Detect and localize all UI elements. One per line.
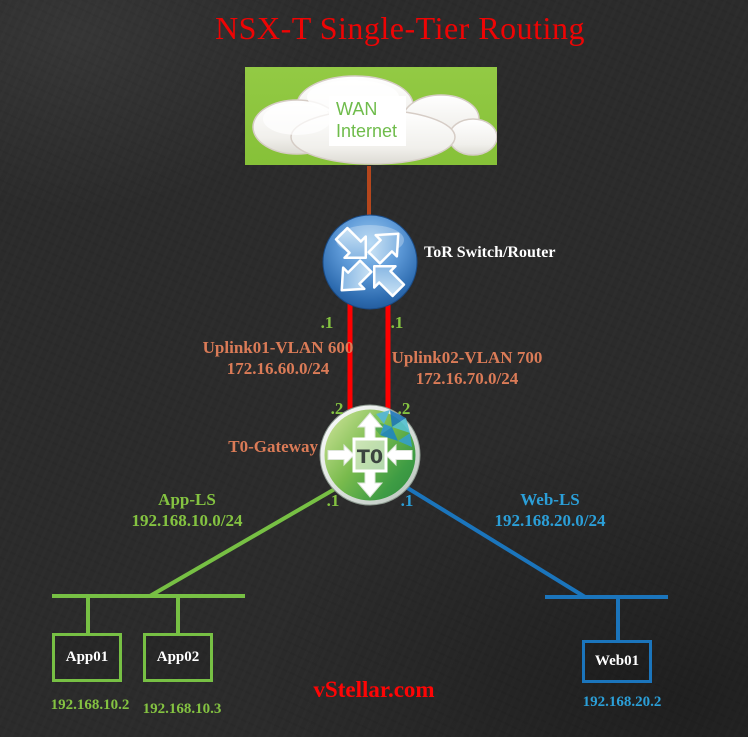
vm-ip-web01: 192.168.20.2 [582, 694, 662, 710]
t0-arrows [327, 412, 413, 498]
uplink01-subnet: 172.16.60.0/24 [226, 359, 330, 379]
wan-label-line1: WAN [336, 99, 378, 119]
router-arrows [334, 226, 406, 298]
t0-gateway-icon: T0 [319, 404, 421, 506]
vm-ip-app01: 192.168.10.2 [50, 697, 130, 713]
vm-name-app02: App02 [156, 649, 200, 665]
web-ls-name: Web-LS [520, 490, 580, 509]
web-ls-subnet: 192.168.20.0/24 [494, 511, 606, 531]
app-ls-label: App-LS 192.168.10.0/24 [87, 489, 287, 532]
uplink02-label: Uplink02-VLAN 700 172.16.70.0/24 [367, 347, 567, 390]
vm-name-app01: App01 [65, 649, 109, 665]
tor-port1-label: .1 [320, 313, 334, 332]
gateway-web-port-label: .1 [400, 491, 414, 510]
vm-box-app01: App01 [52, 633, 122, 682]
watermark: vStellar.com [313, 677, 435, 702]
app-segment-line [148, 484, 342, 598]
tor-port2-label: .1 [390, 313, 404, 332]
app-ls-name: App-LS [158, 490, 216, 509]
gateway-port1-label: .2 [330, 399, 344, 418]
wan-label: WAN Internet [329, 96, 406, 146]
gateway-port2-label: .2 [397, 399, 411, 418]
vm-box-app02: App02 [143, 633, 213, 682]
diagram-title: NSX-T Single-Tier Routing [215, 10, 585, 46]
uplink01-name: Uplink01-VLAN 600 [202, 338, 354, 357]
wan-label-line2: Internet [336, 121, 398, 142]
web-ls-label: Web-LS 192.168.20.0/24 [450, 489, 650, 532]
vm-name-web01: Web01 [594, 653, 640, 669]
uplink02-name: Uplink02-VLAN 700 [391, 348, 543, 367]
web-segment-line [399, 482, 587, 599]
wan-cloud-icon [245, 67, 498, 165]
uplink02-subnet: 172.16.70.0/24 [415, 369, 519, 389]
wan-cloud: WAN Internet [245, 67, 498, 165]
t0-gateway-label: T0-Gateway [228, 437, 318, 456]
uplink01-label: Uplink01-VLAN 600 172.16.60.0/24 [178, 337, 378, 380]
tor-router-icon [322, 214, 418, 310]
gateway-app-port-label: .1 [326, 491, 340, 510]
vm-box-web01: Web01 [582, 640, 652, 683]
t0-icon-text: T0 [357, 446, 383, 468]
vm-ip-app02: 192.168.10.3 [142, 701, 222, 717]
app-ls-subnet: 192.168.10.0/24 [131, 511, 243, 531]
tor-router-label: ToR Switch/Router [424, 244, 556, 261]
